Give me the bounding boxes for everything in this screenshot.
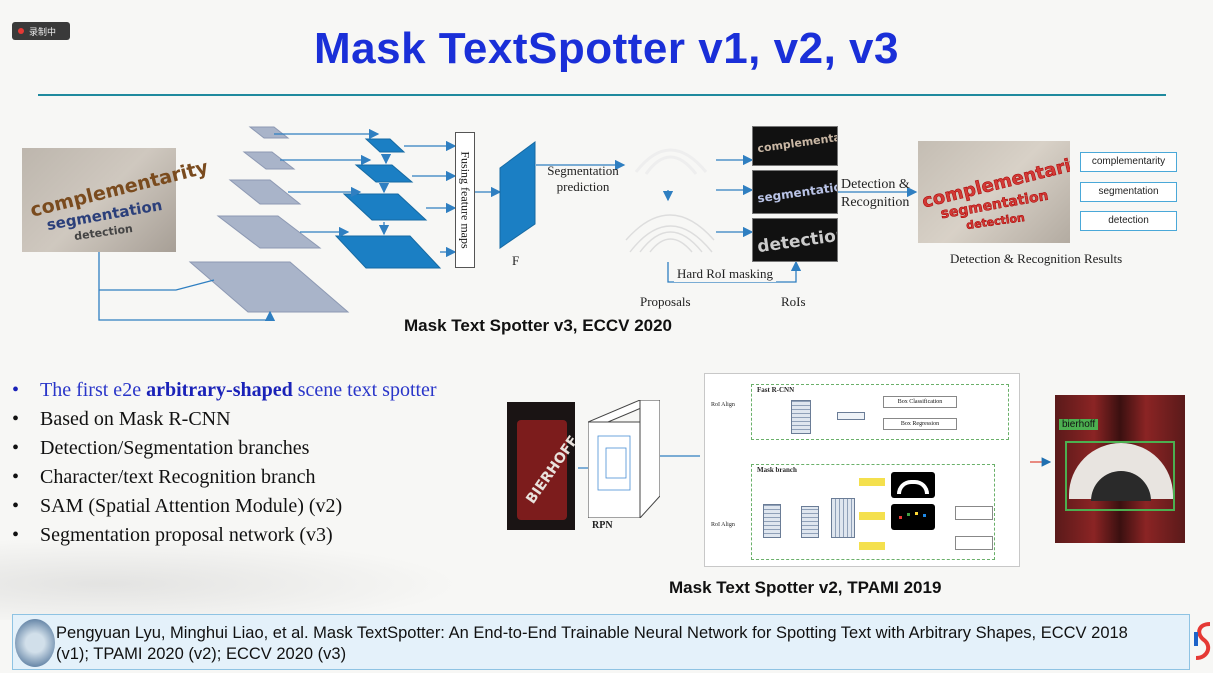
fused-feature-map [499, 141, 536, 249]
fpn-topdown-level-1 [334, 235, 442, 269]
bullet-3-text: Detection/Segmentation branches [40, 437, 310, 459]
roi-align-label-1: RoI Align [711, 402, 735, 408]
fpn-backbone-level-1 [188, 261, 350, 313]
roi-word-3: detection [756, 224, 838, 258]
corner-logo-icon [1194, 622, 1211, 660]
result-box-2: segmentation [1080, 182, 1177, 202]
bullet-1-bold: arbitrary-shaped [146, 379, 293, 401]
recognition-output-box-2 [955, 536, 993, 550]
segmentation-map-image [624, 126, 716, 190]
feature-f-label: F [512, 253, 520, 268]
roi-word-2: segmentation [756, 178, 838, 206]
box-classification-box: Box Classification [883, 396, 957, 408]
bullet-item-3: • Detection/Segmentation branches [10, 434, 437, 463]
bullet-dot-icon: • [12, 379, 20, 401]
mask-branch-label: Mask branch [757, 466, 797, 474]
recognition-output-box-1 [955, 506, 993, 520]
fpn-backbone-level-2 [216, 215, 322, 249]
bullet-6-text: Segmentation proposal network (v3) [40, 524, 333, 546]
citation-text: Pengyuan Lyu, Minghui Liao, et al. Mask … [56, 624, 1128, 663]
recording-badge: 录制中 [12, 22, 70, 40]
bullet-1-pre: The first e2e [40, 379, 142, 401]
citation-box: Pengyuan Lyu, Minghui Liao, et al. Mask … [12, 614, 1190, 670]
char-dot [923, 514, 926, 517]
roi-word-1: complementarity [756, 127, 838, 156]
roi-align-label-2: RoI Align [711, 522, 735, 528]
char-output-tag [859, 512, 885, 520]
background-decoration [0, 530, 520, 620]
bullet-4-text: Character/text Recognition branch [40, 466, 316, 488]
fusing-feature-maps-box: Fusing feature maps [455, 132, 475, 268]
hard-roi-masking-label: Hard RoI masking [674, 266, 777, 283]
instance-arc-shape [897, 480, 929, 494]
proposals-label: Proposals [640, 294, 691, 309]
fast-rcnn-label: Fast R-CNN [757, 386, 795, 394]
char-dot [907, 513, 910, 516]
bullet-item-6: • Segmentation proposal network (v3) [10, 521, 437, 550]
mask-feature-block-2 [801, 506, 819, 538]
bullet-item-4: • Character/text Recognition branch [10, 463, 437, 492]
seg-output-tag [859, 478, 885, 486]
bullet-dot-icon: • [12, 408, 20, 430]
mask-feature-block-3 [831, 498, 855, 538]
feature-bullet-list: • The first e2e arbitrary-shaped scene t… [10, 376, 437, 550]
roi-image-3: detection [752, 218, 838, 262]
rois-label: RoIs [781, 294, 806, 309]
sign-input-image: BIERHOFF [507, 402, 575, 530]
sign-board-shape [517, 420, 567, 520]
input-text-image: complementarity segmentation detection [22, 148, 211, 252]
text-instance-seg-map [891, 472, 935, 498]
fpn-backbone-level-4 [242, 151, 296, 170]
bullet-item-5: • SAM (Spatial Attention Module) (v2) [10, 492, 437, 521]
fusing-feature-maps-label: Fusing feature maps [458, 151, 473, 249]
v2-result-image: bierhoff [1055, 395, 1185, 543]
proposal-mask-image [624, 200, 716, 262]
roi-feature-block-1 [791, 400, 811, 434]
v3-caption: Mask Text Spotter v3, ECCV 2020 [404, 316, 673, 335]
roi-image-2: segmentation [752, 170, 838, 214]
fc-layer-block [837, 412, 865, 420]
char-dot [915, 512, 918, 515]
box-regression-box: Box Regression [883, 418, 957, 430]
fast-rcnn-branch-box [751, 384, 1009, 440]
fpn-topdown-level-4 [364, 138, 406, 153]
sam-output-tag [859, 542, 885, 550]
segmentation-prediction-label: Segmentation prediction [547, 163, 619, 195]
char-dot [899, 516, 902, 519]
character-seg-map [891, 504, 935, 530]
results-label: Detection & Recognition Results [950, 251, 1123, 266]
fpn-topdown-level-3 [354, 164, 414, 183]
title-divider [38, 94, 1166, 96]
detection-recognition-label: Detection & Recognition [841, 177, 910, 210]
bullet-item-1: • The first e2e arbitrary-shaped scene t… [10, 376, 437, 405]
record-dot-icon [18, 28, 24, 34]
bullet-item-2: • Based on Mask R-CNN [10, 405, 437, 434]
rpn-block [588, 400, 660, 518]
detection-box [1065, 441, 1175, 511]
bullet-2-text: Based on Mask R-CNN [40, 408, 231, 430]
bullet-dot-icon: • [12, 524, 20, 546]
fpn-backbone-level-5 [248, 126, 290, 139]
fpn-backbone-level-3 [228, 179, 302, 205]
rpn-label: RPN [592, 520, 613, 531]
bullet-dot-icon: • [12, 466, 20, 488]
fpn-topdown-level-2 [342, 193, 428, 221]
roi-image-1: complementarity [752, 126, 838, 166]
result-box-1: complementarity [1080, 152, 1177, 172]
mask-feature-block-1 [763, 504, 781, 538]
bullet-5-text: SAM (Spatial Attention Module) (v2) [40, 495, 343, 517]
result-box-3: detection [1080, 211, 1177, 231]
university-seal-icon [15, 619, 55, 667]
mask-branch-box [751, 464, 995, 560]
bullet-dot-icon: • [12, 437, 20, 459]
recording-badge-label: 录制中 [29, 26, 57, 37]
slide-title: Mask TextSpotter v1, v2, v3 [314, 24, 899, 73]
result-tag: bierhoff [1059, 419, 1099, 430]
bullet-dot-icon: • [12, 495, 20, 517]
v2-caption: Mask Text Spotter v2, TPAMI 2019 [669, 578, 942, 597]
result-text-image: complementarity segmentation detection [918, 141, 1070, 243]
v2-architecture-diagram: Fast R-CNN RoI Align Box Classification … [704, 373, 1020, 567]
bullet-1-post: scene text spotter [297, 379, 437, 401]
